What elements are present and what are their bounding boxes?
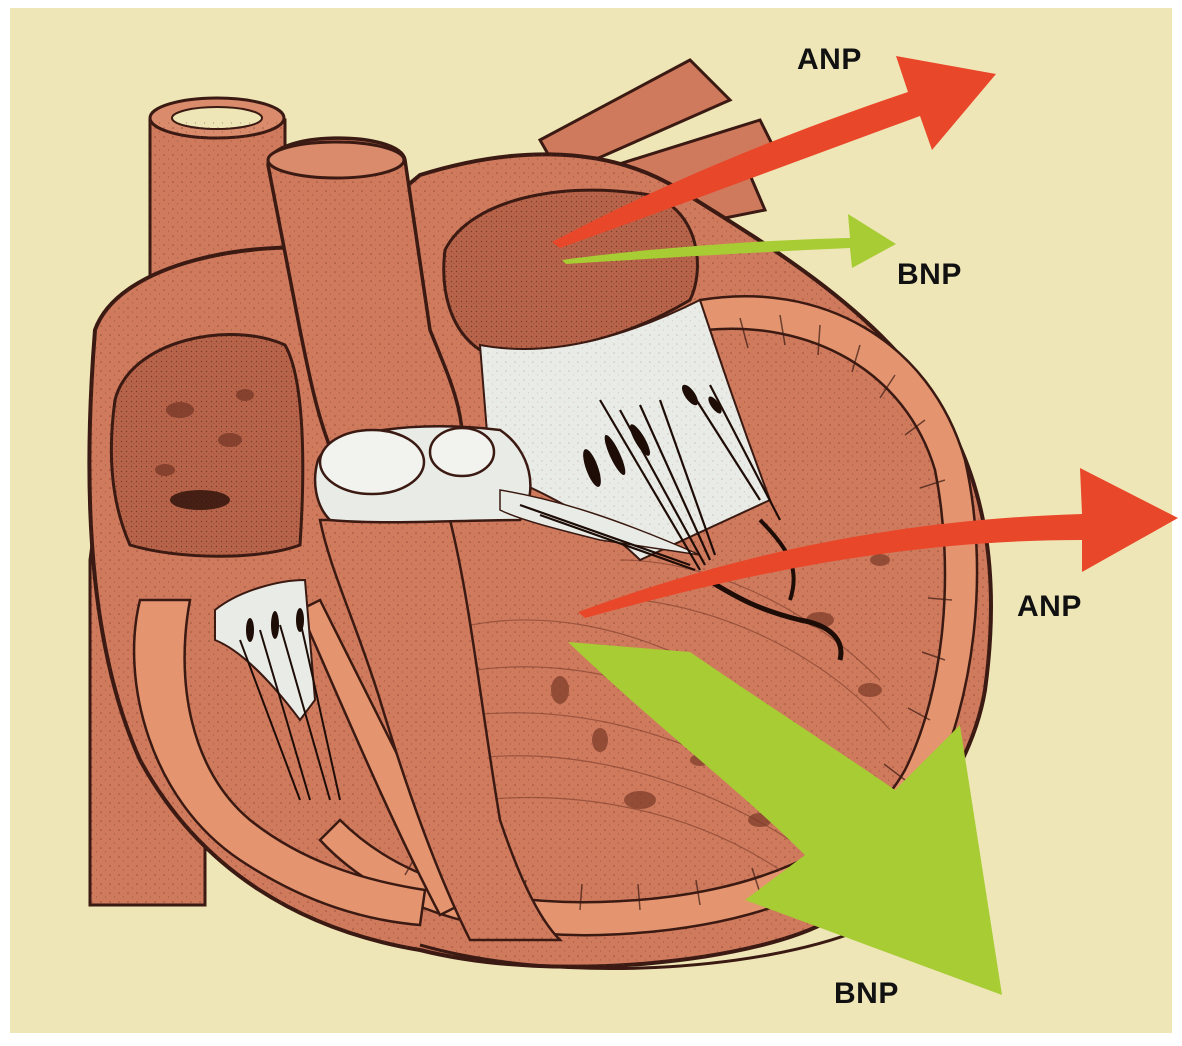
right-atrium — [111, 334, 302, 556]
anp-label-top: ANP — [797, 45, 862, 75]
bnp-label-bottom: BNP — [834, 979, 899, 1009]
anp-label-right: ANP — [1017, 592, 1082, 622]
bnp-label-top: BNP — [897, 260, 962, 290]
